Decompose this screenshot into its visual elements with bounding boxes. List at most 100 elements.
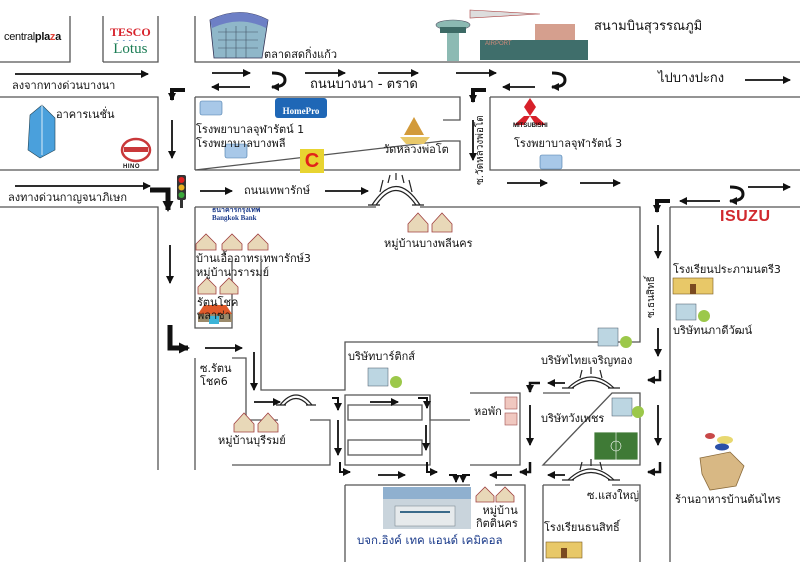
place-dormitory: หอพัก [474,405,502,418]
office-tower-icon [27,104,56,159]
place-nation-building: อาคารเนชั่น [56,108,115,121]
place-mooban-wararom: หมู่บ้านวรารมย์ [196,266,270,279]
factory-icon [611,397,644,418]
tesco-lotus-logo: TESCO - - - - - Lotus [110,25,151,57]
bridge-icon [276,394,316,406]
house-icon [221,233,243,251]
place-mooban-kittinakorn: หมู่บ้านกิตตินคร [476,504,518,530]
house-icon [233,412,255,433]
turn-arrow [526,381,540,393]
block-purirom [232,357,331,466]
svg-text:AIRPORT: AIRPORT [485,41,512,47]
house-icons [195,212,515,503]
road-label-soi-saengyai: ซ.แสงใหญ่ [587,489,640,502]
block-tesco [102,16,159,63]
destination-building-photo [383,487,471,529]
house-icon [257,412,279,433]
turn-arrow [653,199,670,213]
isuzu-logo: ISUZU [720,208,771,225]
road-label-bangna-expressway: ลงจากทางด่วนบางนา [12,79,116,92]
turn-arrow [647,462,662,476]
hospital-icon [199,100,563,170]
arrow-to-destination [449,474,460,483]
block-isuzu [669,206,800,562]
direction-arrows [15,69,791,483]
place-wat-luang-pho-to: วัดหลวงพ่อโต [383,143,449,156]
place-ton-phai-restaurant: ร้านอาหารบ้านต้นไทร [675,493,781,506]
block-wangphet [541,392,641,466]
house-icon [195,233,217,251]
turn-arrow [519,462,532,476]
block-north [194,16,800,63]
school-icon [545,541,583,559]
arrow-to-destination [459,474,470,483]
road-label-to-bangpakong: ไปบางปะกง [658,71,725,86]
homepro-logo: HomePro [275,98,327,118]
mitsubishi-logo-text: MITSUBISHI [513,123,548,129]
place-ratchok-plaza: รัตนโชคพลาซ่า [197,296,239,322]
school-icon [672,277,714,295]
airport-icon: AIRPORT [435,9,588,61]
house-icon [197,277,217,295]
destination-label: บจก.อิงค์ เทค แอนด์ เคมิคอล [357,533,503,547]
road-label-soi-ratchok6: ซ.รัตนโชค6 [200,362,232,388]
bridge-icon [562,367,620,389]
place-mooban-purirom: หมู่บ้านบุรีรมย์ [218,434,286,447]
road-label-soi-wat-luang-pho-to: ซ.วัดหลวงพ่อโต [475,115,486,185]
place-wang-phet: บริษัทวังเพชร [541,412,605,425]
road-edges [0,16,800,562]
place-baan-uea-arthon: บ้านเอื้ออาทรเทพารักษ์3 [196,252,311,265]
traffic-light-icon [177,175,186,208]
u-turn-arrow [729,185,745,205]
place-napadiwat: บริษัทนภาดีวัฒน์ [673,324,753,337]
place-suvarnabhumi: สนามบินสุวรรณภูมิ [594,19,703,34]
road-label-kanchanaphisek: ลงทางด่วนกาญจนาภิเษก [8,191,128,204]
central-plaza-logo: centralplaza [4,31,61,43]
plaza-shop-icon [198,305,232,324]
mitsubishi-logo-icon [514,98,546,125]
place-chularat3: โรงพยาบาลจุฬารัตน์ 3 [514,137,623,150]
u-turn-arrow [551,71,567,91]
house-icon [475,486,495,503]
bridge-icon [562,459,620,481]
place-thanasit-school: โรงเรียนธนสิทธิ์ [544,521,620,534]
turn-arrow [647,370,662,384]
turn-arrow [150,187,174,212]
road-label-bangna-trad: ถนนบางนา - ตราด [310,77,418,92]
factory-icon [597,327,632,348]
bridge-icon [368,173,424,206]
temple-icon [400,117,430,144]
place-talad-kingkaew: ตลาดสดกิ่งแก้ว [264,48,338,61]
house-icon [431,212,453,233]
house-icon [407,212,429,233]
house-icon [247,233,269,251]
restaurant-icon [699,433,745,491]
hino-logo-text: HINO [123,164,140,170]
road-label-soi-thanasit: ซ.ธนสิทธิ์ [646,276,657,318]
house-icon [495,486,515,503]
block-thanasit [542,484,641,562]
bridges [276,173,620,481]
place-mooban-bangphli-nakhon: หมู่บ้านบางพลีนคร [384,237,473,250]
factory-icon [675,303,710,322]
road-label-theparak: ถนนเทพารักษ์ [244,184,310,197]
hino-logo-icon [120,137,152,163]
place-prapa-school: โรงเรียนประภามนตรี3 [673,263,781,276]
market-building-icon [209,12,269,59]
dormitory-icon [504,396,518,426]
football-field-icon [593,431,639,461]
u-turn-arrow [271,71,287,91]
bigc-logo: C [300,149,324,173]
place-bangphli-hospital: โรงพยาบาลบางพลี [196,137,286,150]
turn-arrow [167,325,190,354]
factory-icon [367,367,402,388]
place-chularat1: โรงพยาบาลจุฬารัตน์ 1 [196,123,305,136]
block-theparak [194,206,641,391]
block-bartics [344,394,431,466]
block-hospitals [194,96,461,171]
house-icon [219,277,239,295]
block-nation [0,96,159,171]
block-central [0,16,71,63]
